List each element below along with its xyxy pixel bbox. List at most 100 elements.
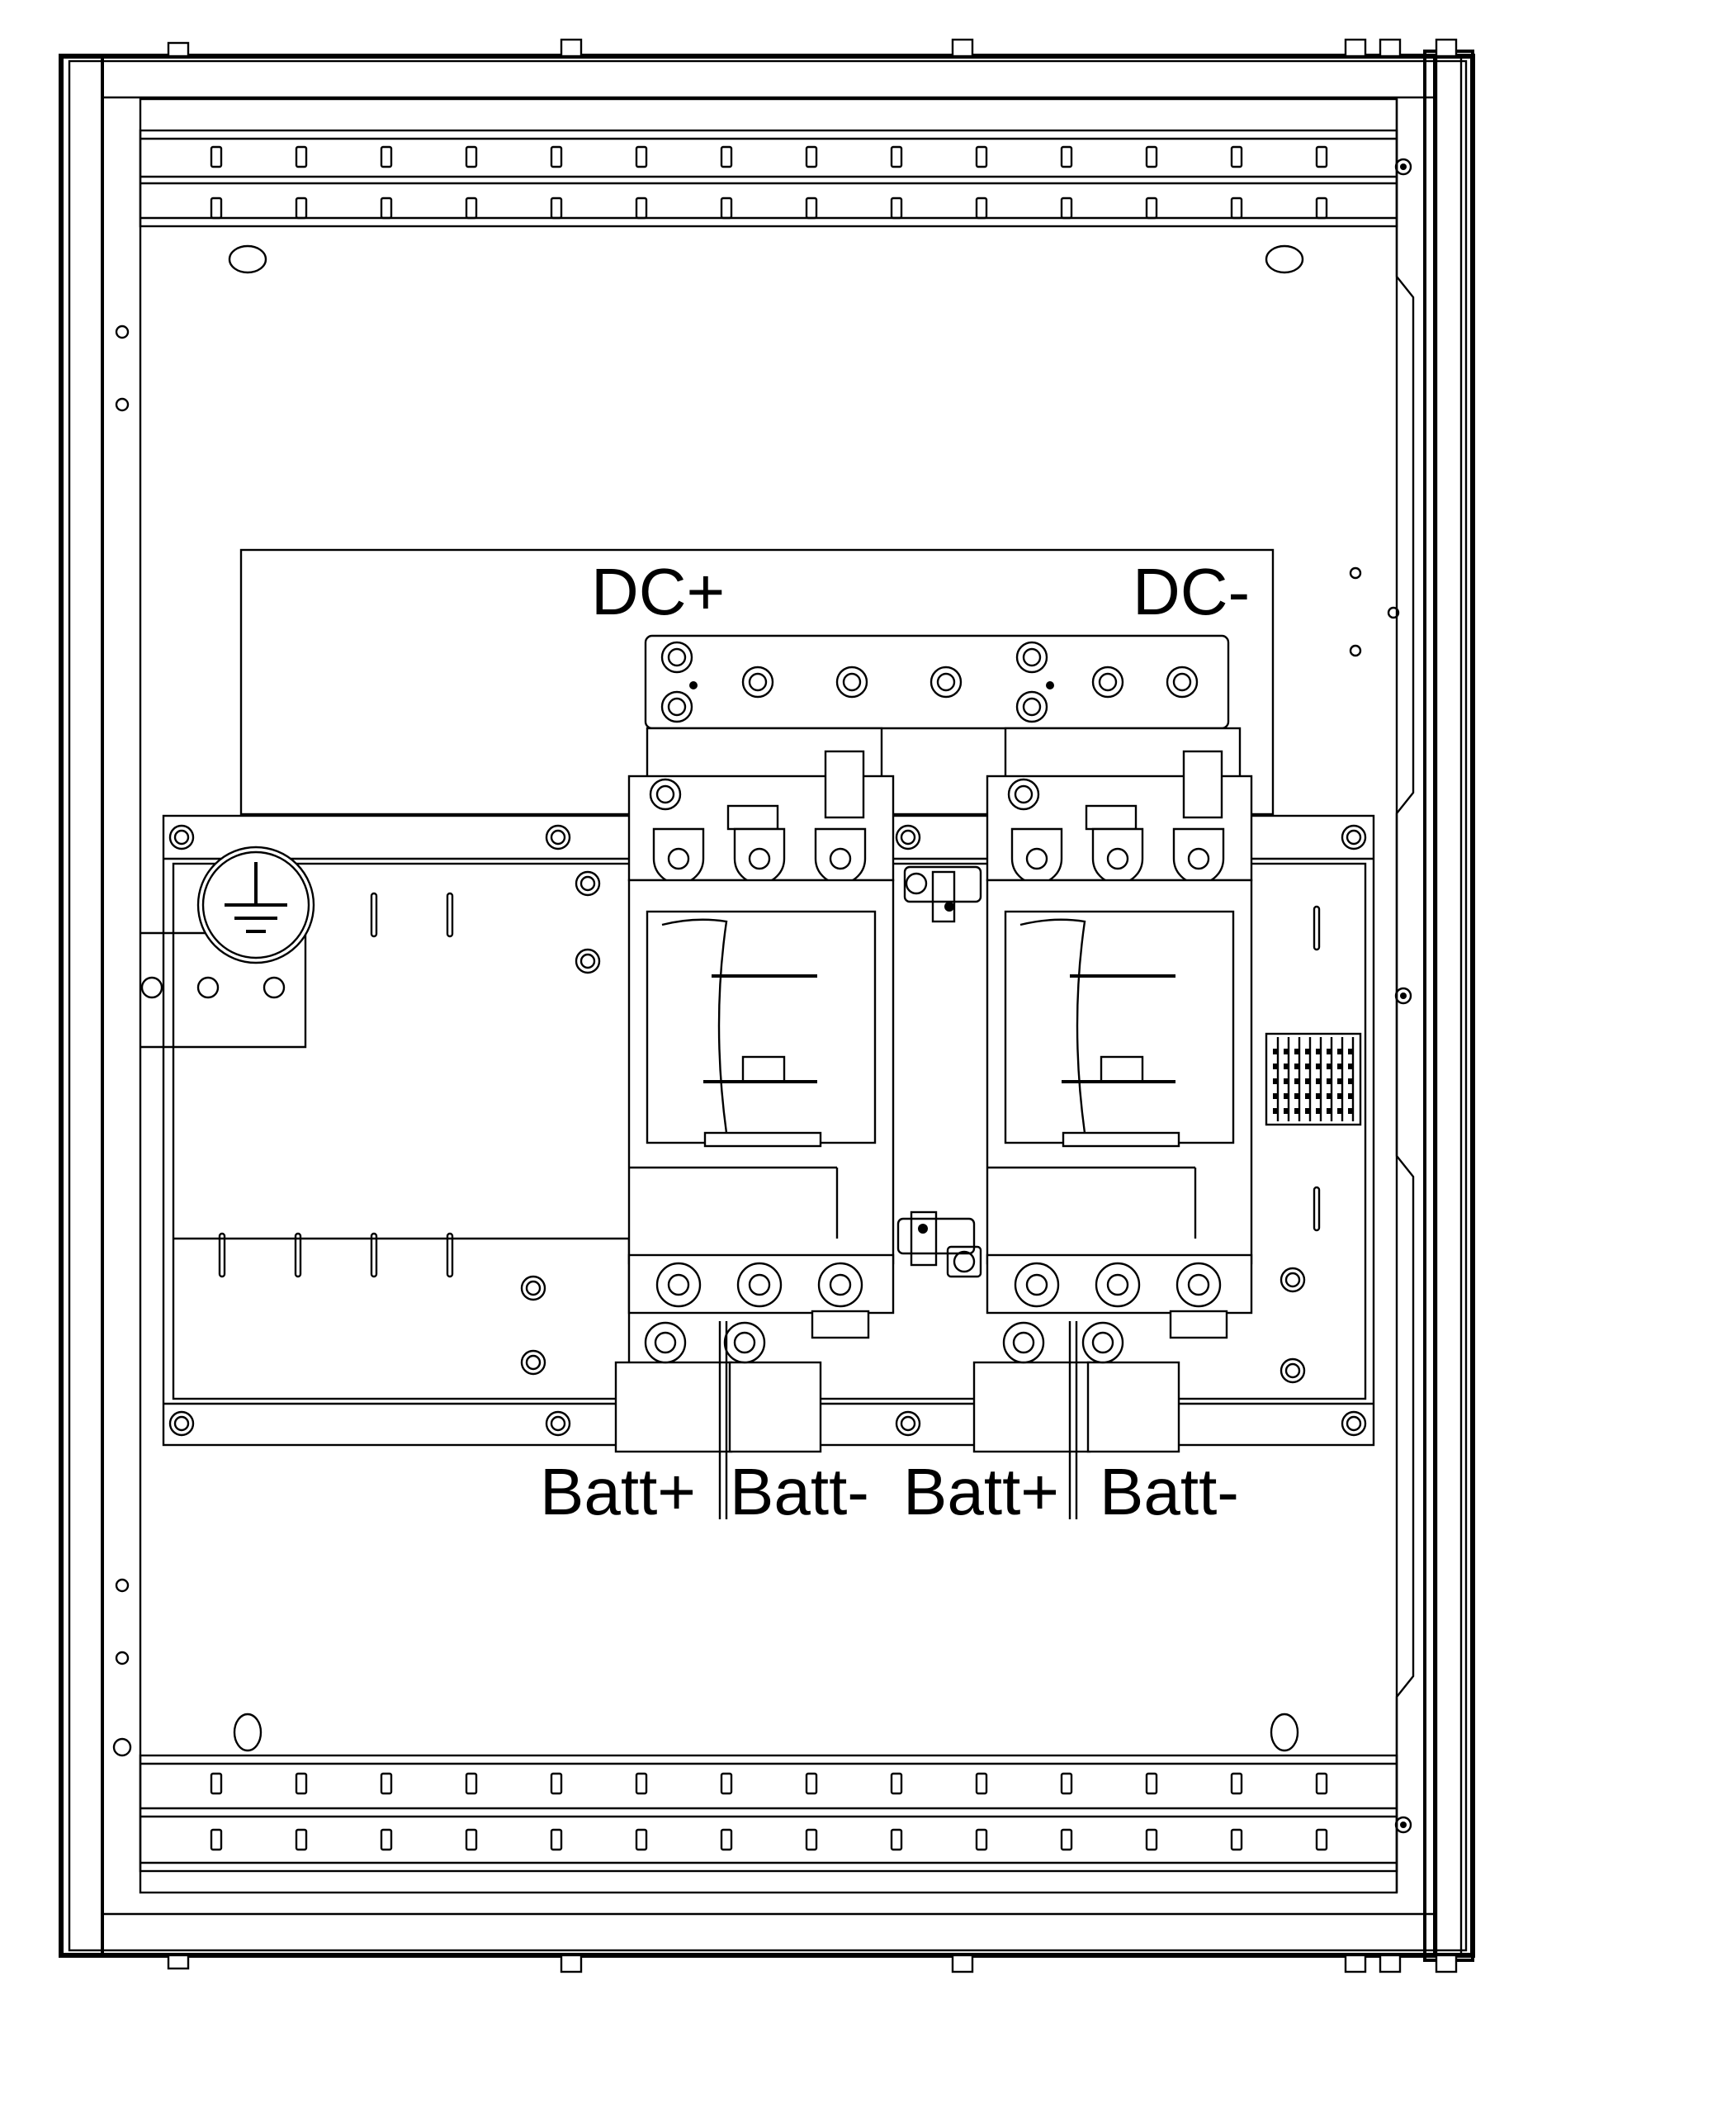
screw-head — [1284, 1272, 1301, 1288]
busbar-bolt — [660, 690, 693, 723]
breaker-sill — [703, 1131, 822, 1148]
screw — [545, 824, 571, 850]
top-screws — [167, 38, 1458, 1973]
terminal-screw — [1294, 1049, 1300, 1054]
trip-block — [1085, 804, 1138, 831]
terminal-screw — [1327, 1093, 1332, 1099]
terminal-screw — [1316, 1093, 1322, 1099]
batt-plus-label-1: Batt+ — [540, 1455, 696, 1528]
rail-slot — [805, 197, 818, 220]
terminal-screw — [1337, 1093, 1343, 1099]
bottom-lug-hole — [1106, 1273, 1129, 1296]
terminal-screw — [1327, 1108, 1332, 1114]
terminal-block — [1265, 1032, 1362, 1126]
busbar-bolt — [835, 666, 868, 699]
rail-slot — [1230, 1828, 1243, 1851]
screw — [545, 1410, 571, 1437]
terminal-screw — [1305, 1093, 1311, 1099]
busbar-bolt — [1166, 666, 1199, 699]
bottom-lug-hole — [667, 1273, 690, 1296]
rail-slot — [210, 145, 223, 168]
screw — [895, 824, 921, 850]
busbar-bolt — [1015, 641, 1048, 674]
lug-hole — [1025, 847, 1048, 870]
rail-slot — [1230, 197, 1243, 220]
terminal-screw — [1284, 1078, 1289, 1084]
screw — [575, 870, 601, 897]
top-rail — [139, 129, 1398, 228]
terminal-lug — [1172, 827, 1225, 885]
rail-slot — [1230, 145, 1243, 168]
bottom-rail — [139, 1754, 1398, 1873]
screw — [168, 1410, 195, 1437]
busbar-bolt-inner — [1172, 672, 1192, 692]
rail-slot — [635, 1828, 648, 1851]
bottom-lug-hole — [748, 1273, 771, 1296]
terminal-screw — [1327, 1049, 1332, 1054]
rail-slot — [635, 145, 648, 168]
battery-cable-lug — [614, 1361, 733, 1453]
terminal-screw — [1273, 1064, 1279, 1069]
screw-head — [1284, 1362, 1301, 1379]
rail-slot — [1230, 1772, 1243, 1795]
screw — [168, 824, 195, 850]
rail-slot — [380, 197, 393, 220]
busbar-bolt-inner — [748, 672, 768, 692]
rail-slot — [720, 197, 733, 220]
terminal-bolt-inner — [1014, 784, 1034, 804]
bottom-lug — [736, 1262, 783, 1308]
screw-head — [579, 875, 596, 892]
busbar-bolt — [741, 666, 774, 699]
terminal-bolt — [1007, 778, 1040, 811]
bottom-lug-hole — [1025, 1273, 1048, 1296]
rail-slot — [295, 145, 308, 168]
terminal-screw — [1327, 1078, 1332, 1084]
screw-head — [900, 1415, 916, 1432]
cable-bolt-inner — [1012, 1331, 1035, 1354]
rail-slot — [635, 1772, 648, 1795]
screw-head — [1346, 1415, 1362, 1432]
rail-slot — [1060, 145, 1073, 168]
rail-slot — [465, 1772, 478, 1795]
terminal-screw — [1305, 1049, 1311, 1054]
rail-slot — [1145, 1828, 1158, 1851]
terminal-screw — [1284, 1108, 1289, 1114]
terminal-screw — [1316, 1064, 1322, 1069]
rail-slot — [975, 197, 988, 220]
rail-slot — [1060, 1772, 1073, 1795]
rail-slot — [1145, 197, 1158, 220]
rail-slot — [550, 145, 563, 168]
terminal-screw — [1284, 1093, 1289, 1099]
lug-hole — [748, 847, 771, 870]
trip-block — [726, 804, 779, 831]
rail-slot — [1060, 1828, 1073, 1851]
rail-slot — [720, 1772, 733, 1795]
cable-bolt — [1002, 1321, 1045, 1364]
rail-slot — [550, 197, 563, 220]
batt-minus-label-2: Batt- — [1100, 1455, 1239, 1528]
bottom-lug — [1014, 1262, 1060, 1308]
lug-hole — [829, 847, 852, 870]
rail-slot — [210, 1772, 223, 1795]
terminal-cover — [811, 1310, 870, 1339]
cable-separators — [718, 1321, 1078, 1519]
rail-slot — [295, 1828, 308, 1851]
busbar-bolt-inner — [1022, 647, 1042, 667]
terminal-screw — [1327, 1064, 1332, 1069]
rail-slot — [1315, 197, 1328, 220]
bottom-lug — [655, 1262, 702, 1308]
bottom-lug-hole — [829, 1273, 852, 1296]
bottom-lug — [1095, 1262, 1141, 1308]
rail-slot — [890, 1772, 903, 1795]
busbar-bolt-inner — [667, 647, 687, 667]
busbar-dot — [689, 681, 698, 689]
breaker-body — [986, 879, 1253, 1265]
rail-slot — [550, 1772, 563, 1795]
terminal-screw — [1284, 1049, 1289, 1054]
terminal-screw — [1273, 1078, 1279, 1084]
busbar-bolt-inner — [1022, 697, 1042, 717]
mounting-holes — [112, 158, 1412, 1834]
battery-cable-lug — [972, 1361, 1091, 1453]
dc-plus-label: DC+ — [591, 555, 725, 628]
rail-slot — [1315, 145, 1328, 168]
